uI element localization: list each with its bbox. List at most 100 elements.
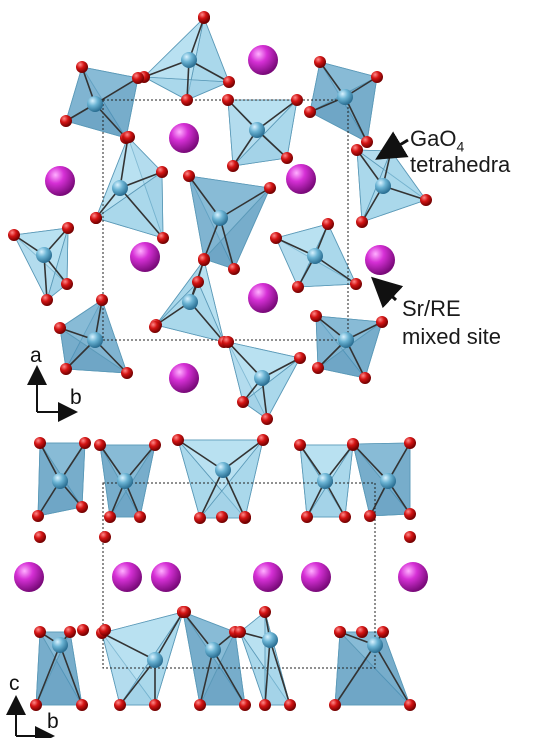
ga-o-bond [352, 443, 389, 482]
oxygen-atom [420, 194, 432, 206]
sr-re-atom [169, 123, 199, 153]
ga-atom [52, 473, 68, 489]
sr-re-atom [248, 283, 278, 313]
oxygen-atom [121, 367, 133, 379]
sr-re-atom [45, 166, 75, 196]
oxygen-atom [34, 437, 46, 449]
oxygen-atom [76, 699, 88, 711]
tetrahedron-face [95, 171, 164, 239]
oxygen-atom [41, 294, 53, 306]
oxygen-atom [270, 232, 282, 244]
oxygen-atom [334, 626, 346, 638]
ga-o-bond [212, 649, 246, 706]
oxygen-atom [281, 152, 293, 164]
ga-o-bond [344, 96, 368, 143]
tetrahedron-face [231, 98, 298, 167]
oxygen-atom [94, 439, 106, 451]
oxygen-atom [90, 212, 102, 224]
unit-cell-layer [102, 99, 376, 669]
sr-re-arrow [371, 276, 404, 309]
oxygen-atom [222, 336, 234, 348]
oxygen-atom [34, 626, 46, 638]
oxygen-atom [259, 606, 271, 618]
oxygen-atom [34, 531, 46, 543]
oxygen-atom [60, 363, 72, 375]
ga-atom [215, 462, 231, 478]
ga-atom [375, 178, 391, 194]
oxygen-atom [183, 170, 195, 182]
ga-atom [112, 180, 128, 196]
oxygen-atom [322, 218, 334, 230]
tetrahedron-face [155, 281, 225, 343]
ga-o-bond [94, 77, 139, 105]
sr-re-atom [398, 562, 428, 592]
oxygen-atom [192, 276, 204, 288]
oxygen-atom [60, 115, 72, 127]
sr-re-atom [301, 562, 331, 592]
ga-atom [380, 473, 396, 489]
ga-atom [254, 370, 270, 386]
oxygen-atom [351, 144, 363, 156]
sr-re-atom [112, 562, 142, 592]
oxygen-atom [404, 437, 416, 449]
oxygen-atom [54, 322, 66, 334]
gao4-arrow [375, 131, 409, 160]
ga-o4-tetrahedron [239, 611, 291, 706]
sr-re-atom [248, 45, 278, 75]
oxygen-atom [292, 281, 304, 293]
tetrahedron-face [242, 357, 301, 420]
oxygen-atom [359, 372, 371, 384]
ga-atom [205, 642, 221, 658]
top-axis-indicator [27, 365, 78, 422]
ga-o-bond [219, 187, 271, 219]
oxygen-atom [377, 626, 389, 638]
ga-o-bond [219, 217, 235, 270]
oxygen-atom [257, 434, 269, 446]
ga-o-bond [154, 611, 184, 661]
oxygen-atom [404, 699, 416, 711]
oxygen-atom [61, 278, 73, 290]
oxygen-atom [30, 699, 42, 711]
oxygen-atom [157, 232, 169, 244]
oxygen-atom [304, 106, 316, 118]
oxygen-atom [371, 71, 383, 83]
ga-o-bond [227, 341, 263, 379]
oxygen-atom [284, 699, 296, 711]
sr-re-atom [286, 164, 316, 194]
oxygen-atom [198, 11, 210, 23]
ga-o-bond [182, 611, 214, 651]
oxygen-atom [194, 699, 206, 711]
oxygen-atom [62, 222, 74, 234]
oxygen-atom [32, 510, 44, 522]
oxygen-atom [198, 254, 210, 266]
top-axis-b-label: b [70, 386, 82, 409]
sr-re-atom [365, 245, 395, 275]
oxygen-atom [8, 229, 20, 241]
ga-o-bond [256, 99, 298, 131]
ga-o-bond [177, 439, 224, 471]
ga-o-bond [101, 632, 156, 661]
ga-atom [262, 632, 278, 648]
ga-o-bond [222, 439, 264, 471]
oxygen-atom [149, 321, 161, 333]
oxygen-atom [76, 501, 88, 513]
sr-re-atom [151, 562, 181, 592]
oxygen-atom [99, 624, 111, 636]
oxygen-atom [239, 699, 251, 711]
oxygen-atom [132, 72, 144, 84]
ga-o-bond [269, 639, 291, 706]
tetrahedron-face [35, 630, 83, 706]
tetrahedra-label: tetrahedra [410, 152, 511, 177]
ga-o-bond [143, 59, 190, 78]
oxygen-atom [264, 182, 276, 194]
tetrahedra-layer [13, 16, 427, 707]
oxygen-atom [404, 508, 416, 520]
ga-atom [87, 96, 103, 112]
oxygen-atom [291, 94, 303, 106]
ga-atom [181, 52, 197, 68]
tetrahedron-face [59, 327, 129, 374]
oxygen-atom [223, 76, 235, 88]
oxygen-atom [261, 413, 273, 425]
ga-atom [212, 210, 228, 226]
